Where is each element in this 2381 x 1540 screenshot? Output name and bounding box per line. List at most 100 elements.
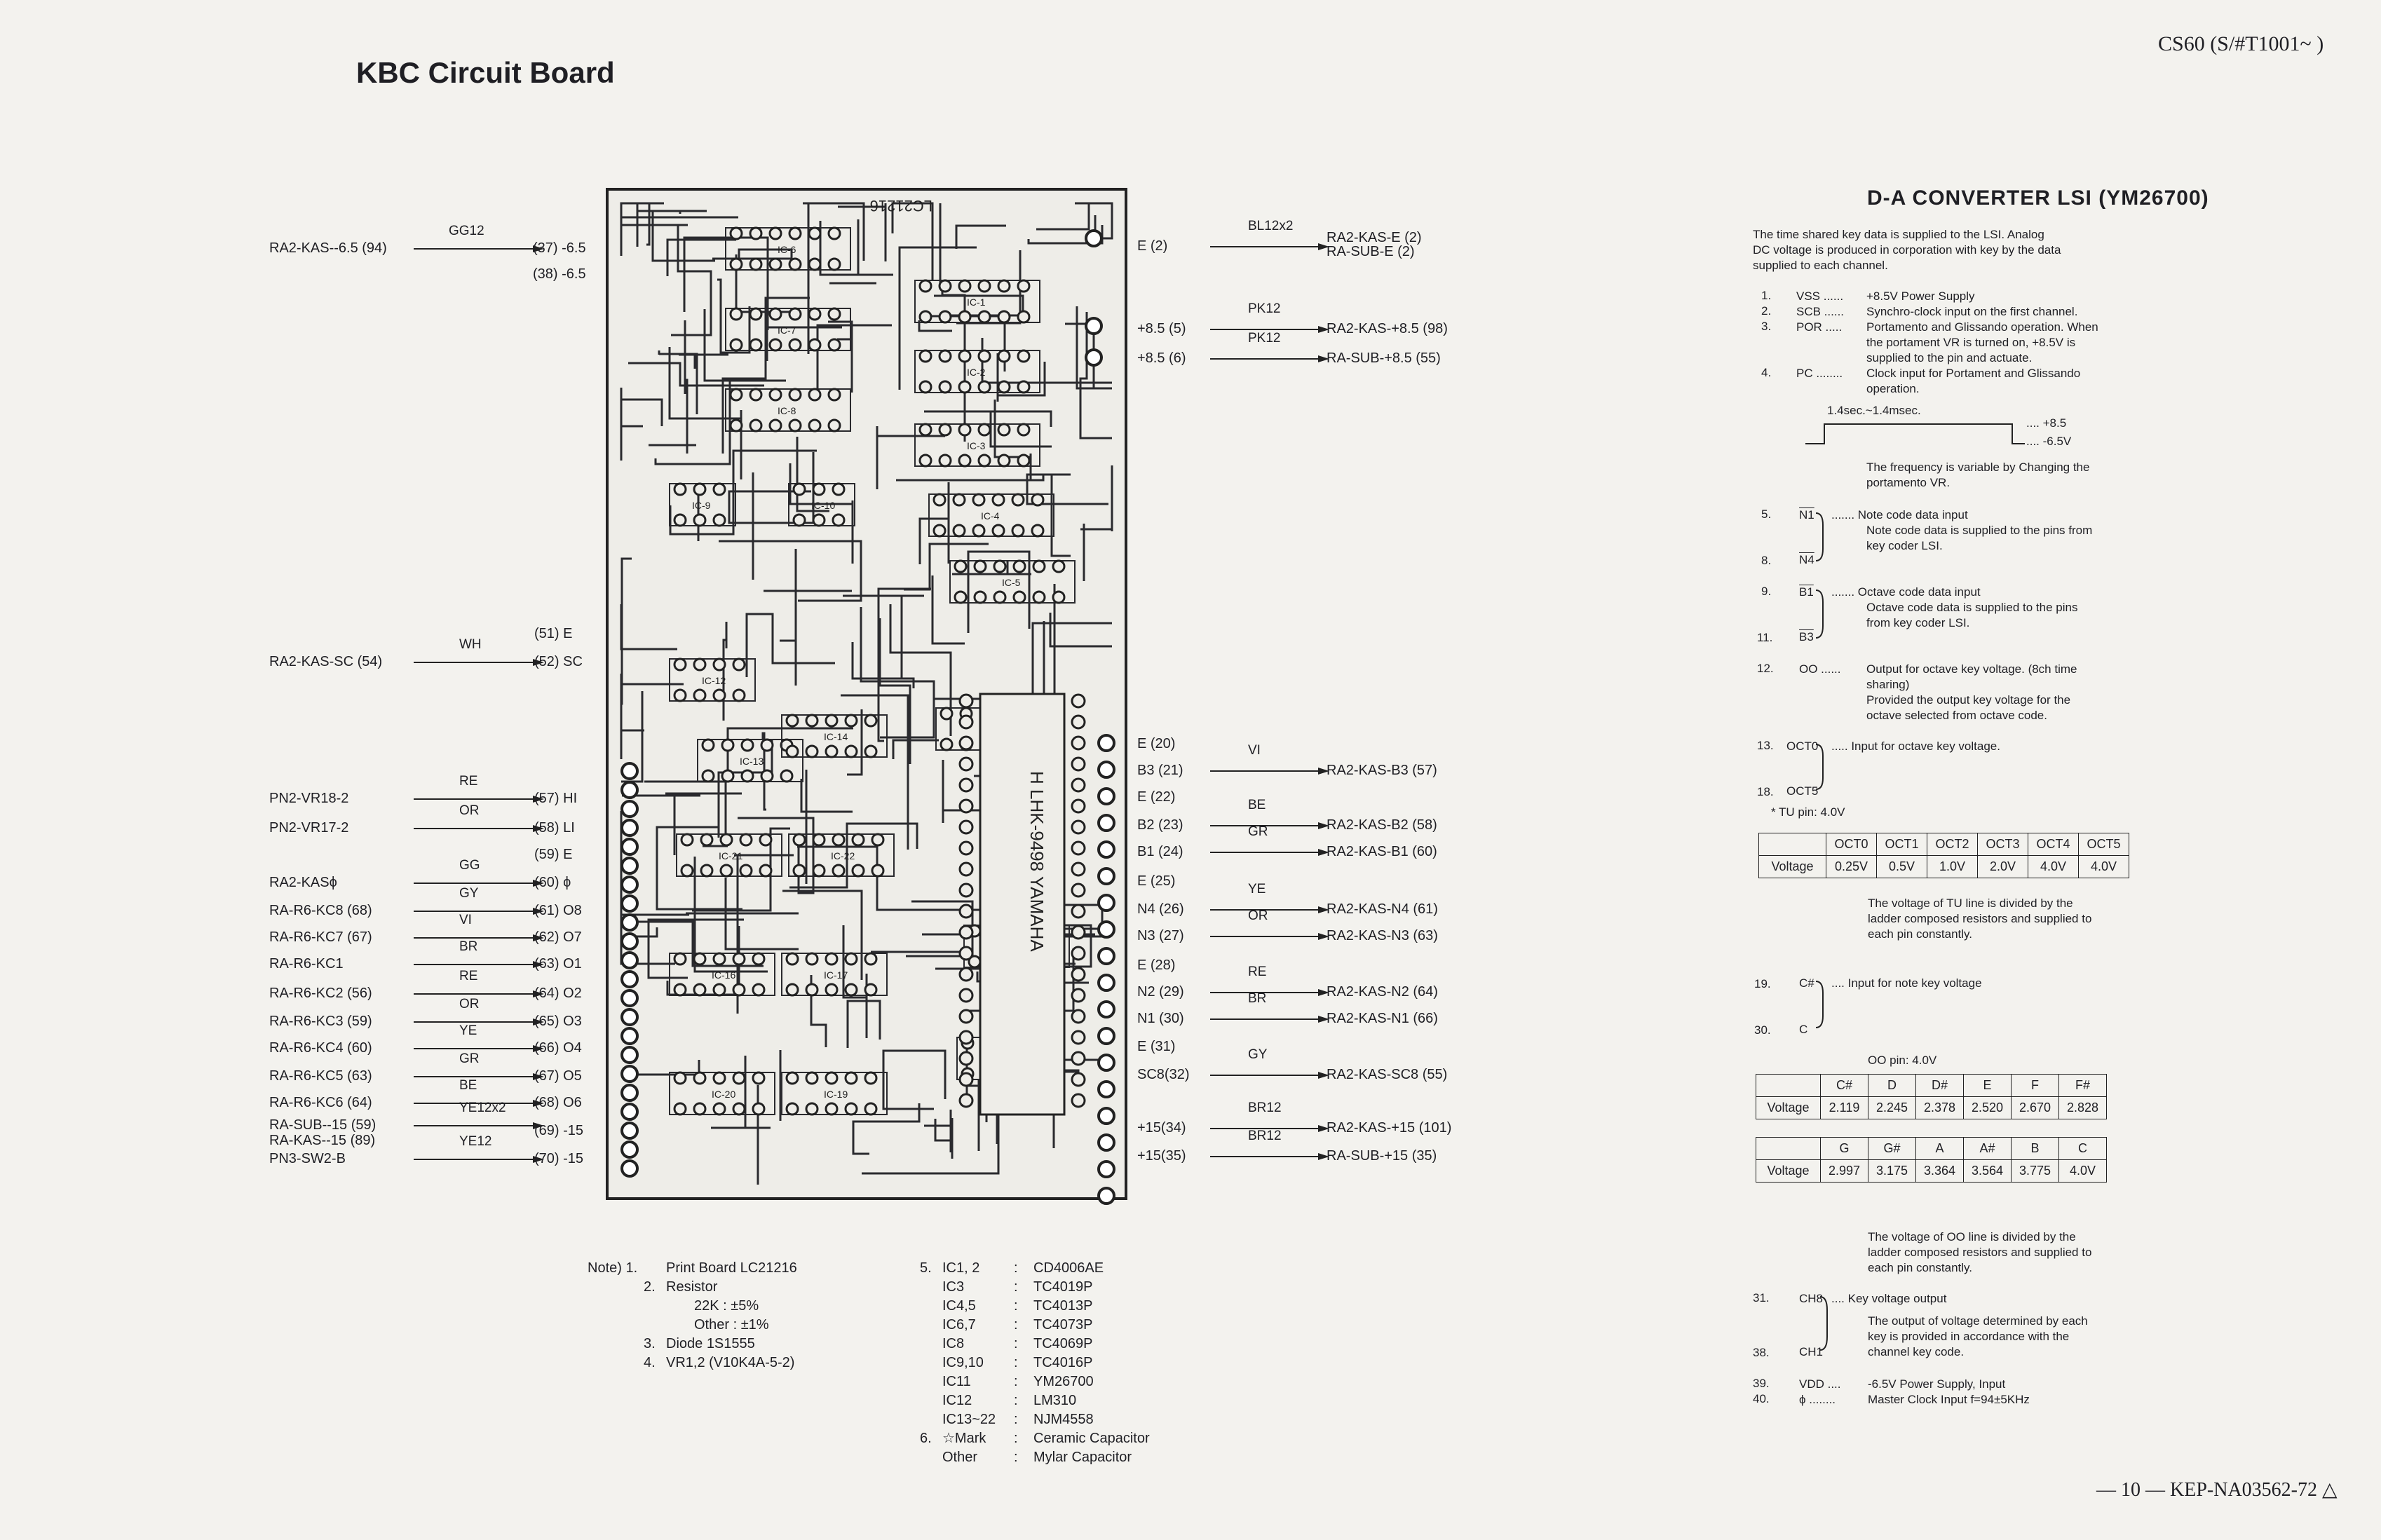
edge-pad [620, 1103, 639, 1121]
pcb-trace [621, 398, 663, 426]
left-pin-label: (57) HI [534, 791, 578, 806]
left-pin-label: (59) E [534, 847, 573, 862]
ic-pad [760, 769, 774, 783]
chip-label: H LHK-9498 YAMAHA [1026, 771, 1047, 952]
page-footer: — 10 — KEP-NA03562-72 △ [2096, 1478, 2338, 1501]
pcb-trace [728, 452, 815, 524]
item-number: 8. [1761, 554, 1772, 567]
ic-pad [732, 1102, 746, 1116]
ic-pad [991, 524, 1005, 538]
note-value: TC4069P [1033, 1336, 1093, 1351]
left-pin-label: (67) O5 [534, 1068, 582, 1084]
table-cell: 0.5V [1876, 855, 1927, 878]
ic-pad [827, 226, 841, 240]
ic-pad [693, 952, 707, 966]
left-wire-arrow [533, 1073, 544, 1080]
note-colon: : [1014, 1260, 1018, 1276]
item-text: Master Clock Input f=94±5KHz [1868, 1393, 2030, 1406]
edge-pad [620, 1008, 639, 1026]
item-number: 39. [1753, 1377, 1770, 1390]
pcb-trace [780, 549, 797, 686]
pcb-trace [989, 412, 1052, 448]
table-header-cell [1756, 1074, 1821, 1097]
item-number: 4. [1761, 366, 1772, 379]
item-text: Provided the output key voltage for the [1866, 693, 2071, 707]
pcb-trace [800, 779, 853, 813]
ic-body [725, 388, 851, 432]
ic-footprint: IC-9 [669, 482, 736, 527]
pcb-trace [882, 1049, 947, 1110]
item-pin: PC ........ [1796, 367, 1843, 380]
note-colon: : [1014, 1279, 1018, 1295]
item-number: 2. [1761, 304, 1772, 318]
table-header-cell: F# [2058, 1074, 2107, 1097]
item-number: 40. [1753, 1392, 1770, 1405]
ic-pad [972, 493, 986, 507]
ic-pad [952, 493, 966, 507]
item-text: from key coder LSI. [1866, 616, 1970, 629]
ic-label: IC-7 [778, 325, 796, 336]
ic-footprint: IC-8 [725, 388, 851, 432]
left-wire-source: RA-R6-KC6 (64) [269, 1095, 372, 1110]
ic-pad [977, 380, 991, 394]
ic-body [928, 493, 1054, 537]
ic-label: IC-6 [778, 244, 796, 255]
right-wire-arrow [1318, 849, 1329, 856]
note-value: TC4016P [1033, 1355, 1093, 1370]
item-pin: POR ..... [1796, 320, 1843, 334]
item-text: -6.5V Power Supply, Input [1868, 1377, 2006, 1391]
pcb-trace [967, 550, 1031, 633]
ic-pad [808, 226, 822, 240]
ic-pad [938, 310, 952, 324]
chip-pad [1071, 735, 1086, 751]
wave-high: .... +8.5 [2026, 416, 2067, 430]
item-number: 9. [1761, 585, 1772, 598]
right-wire-color: BL12x2 [1248, 219, 1294, 233]
note-colon: : [1014, 1393, 1018, 1408]
note-number: 3. [644, 1336, 656, 1351]
left-wire-arrow [533, 1045, 544, 1052]
chip-pad [958, 819, 974, 835]
ic-pad [973, 590, 987, 604]
edge-pad [620, 800, 639, 818]
chip-pad [958, 735, 974, 751]
pcb-trace [711, 1056, 771, 1129]
tu-note: ladder composed resistors and supplied t… [1868, 912, 2092, 925]
pcb-trace [668, 347, 742, 479]
ic-pad [808, 418, 822, 432]
edge-pad [1085, 229, 1103, 247]
ic-pad [844, 1071, 858, 1085]
item-pin: C [1799, 1023, 1808, 1036]
ic-pad [939, 707, 954, 721]
edge-pad [620, 1140, 639, 1159]
left-wire-source: RA2-KAS-SC (54) [269, 654, 383, 669]
pcb-trace [684, 320, 688, 454]
intro-line: DC voltage is produced in corporation wi… [1753, 243, 2061, 257]
left-wire-source: RA2-KAS--6.5 (94) [269, 240, 387, 256]
ic-body [949, 560, 1076, 604]
ic-footprint: IC-3 [914, 423, 1040, 468]
chip-pad [1071, 883, 1086, 898]
ic-pad [729, 338, 743, 352]
left-wire-source: PN3-SW2-B [269, 1151, 346, 1166]
right-wire-arrow [1318, 822, 1329, 829]
item-text: Synchro-clock input on the first channel… [1866, 305, 2078, 318]
edge-pad [620, 1046, 639, 1064]
chip-pad [1071, 1051, 1086, 1066]
pcb-trace [621, 691, 644, 783]
ic-pad [721, 738, 735, 752]
item-title: ....... Octave code data input [1831, 585, 1981, 599]
right-pin-label: E (20) [1137, 736, 1176, 751]
ic-pad [991, 493, 1005, 507]
ic-pad [693, 513, 707, 527]
pcb-trace [841, 694, 909, 850]
edge-pad [620, 970, 639, 988]
chip-pad [958, 1093, 974, 1108]
ic-footprint: IC-14 [781, 714, 888, 758]
ic-pad [732, 1071, 746, 1085]
ic-pad [739, 833, 753, 847]
ic-footprint: IC-19 [781, 1071, 888, 1116]
item-text: supplied to the pin and actuate. [1866, 351, 2033, 364]
ic-body [669, 658, 756, 702]
